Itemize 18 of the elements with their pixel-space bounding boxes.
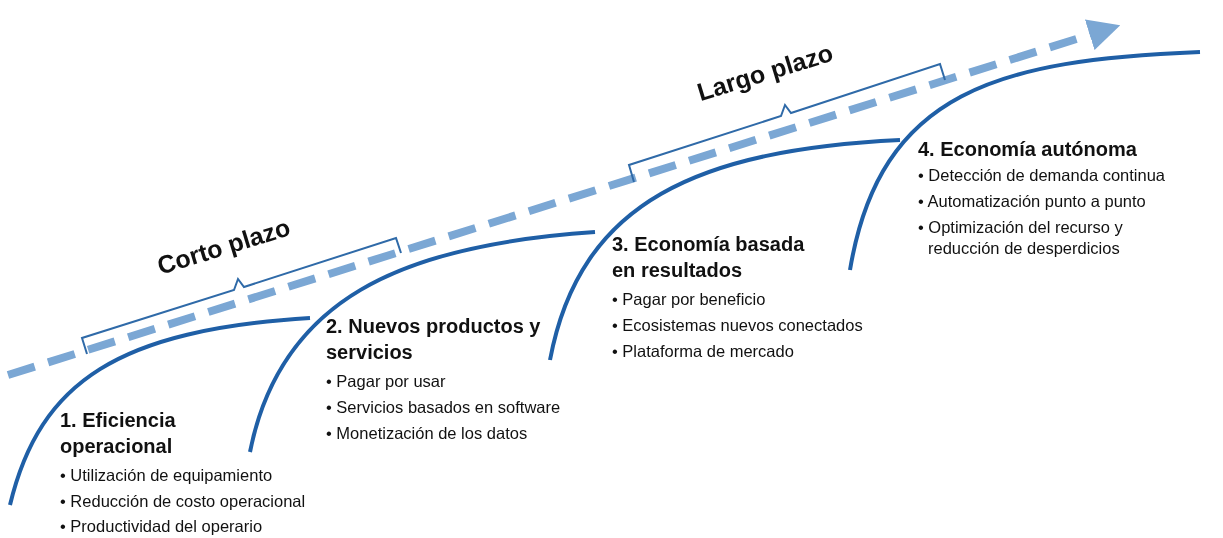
stage-heading: 2. Nuevos productos y servicios: [326, 314, 542, 365]
period-label: Largo plazo: [693, 38, 837, 107]
bullet-item: • Pagar por beneficio: [612, 289, 767, 310]
bullet-item: • Servicios basados en software: [326, 397, 562, 418]
bullet-item: • Detección de demanda continua: [918, 165, 1167, 186]
stage-heading: 4. Economía autónoma: [918, 137, 1138, 162]
stage-heading: 3. Economía basada en resultados: [612, 232, 806, 283]
stage-heading: 1. Eficiencia operacional: [60, 408, 177, 459]
bullet-item: • Optimización del recurso y reducción de desperdicios: [918, 217, 1124, 259]
bullet-item: • Monetización de los datos: [326, 423, 529, 444]
bullet-item: • Ecosistemas nuevos conectados: [612, 315, 864, 336]
bullet-item: • Plataforma de mercado: [612, 341, 795, 362]
bullet-item: • Reducción de costo operacional: [60, 491, 307, 512]
bullet-item: • Pagar por usar: [326, 371, 447, 392]
bullet-item: • Utilización de equipamiento: [60, 465, 274, 486]
bullet-item: • Productividad del operario: [60, 516, 264, 537]
bullet-item: • Automatización punto a punto: [918, 191, 1147, 212]
period-label: Corto plazo: [153, 212, 294, 281]
